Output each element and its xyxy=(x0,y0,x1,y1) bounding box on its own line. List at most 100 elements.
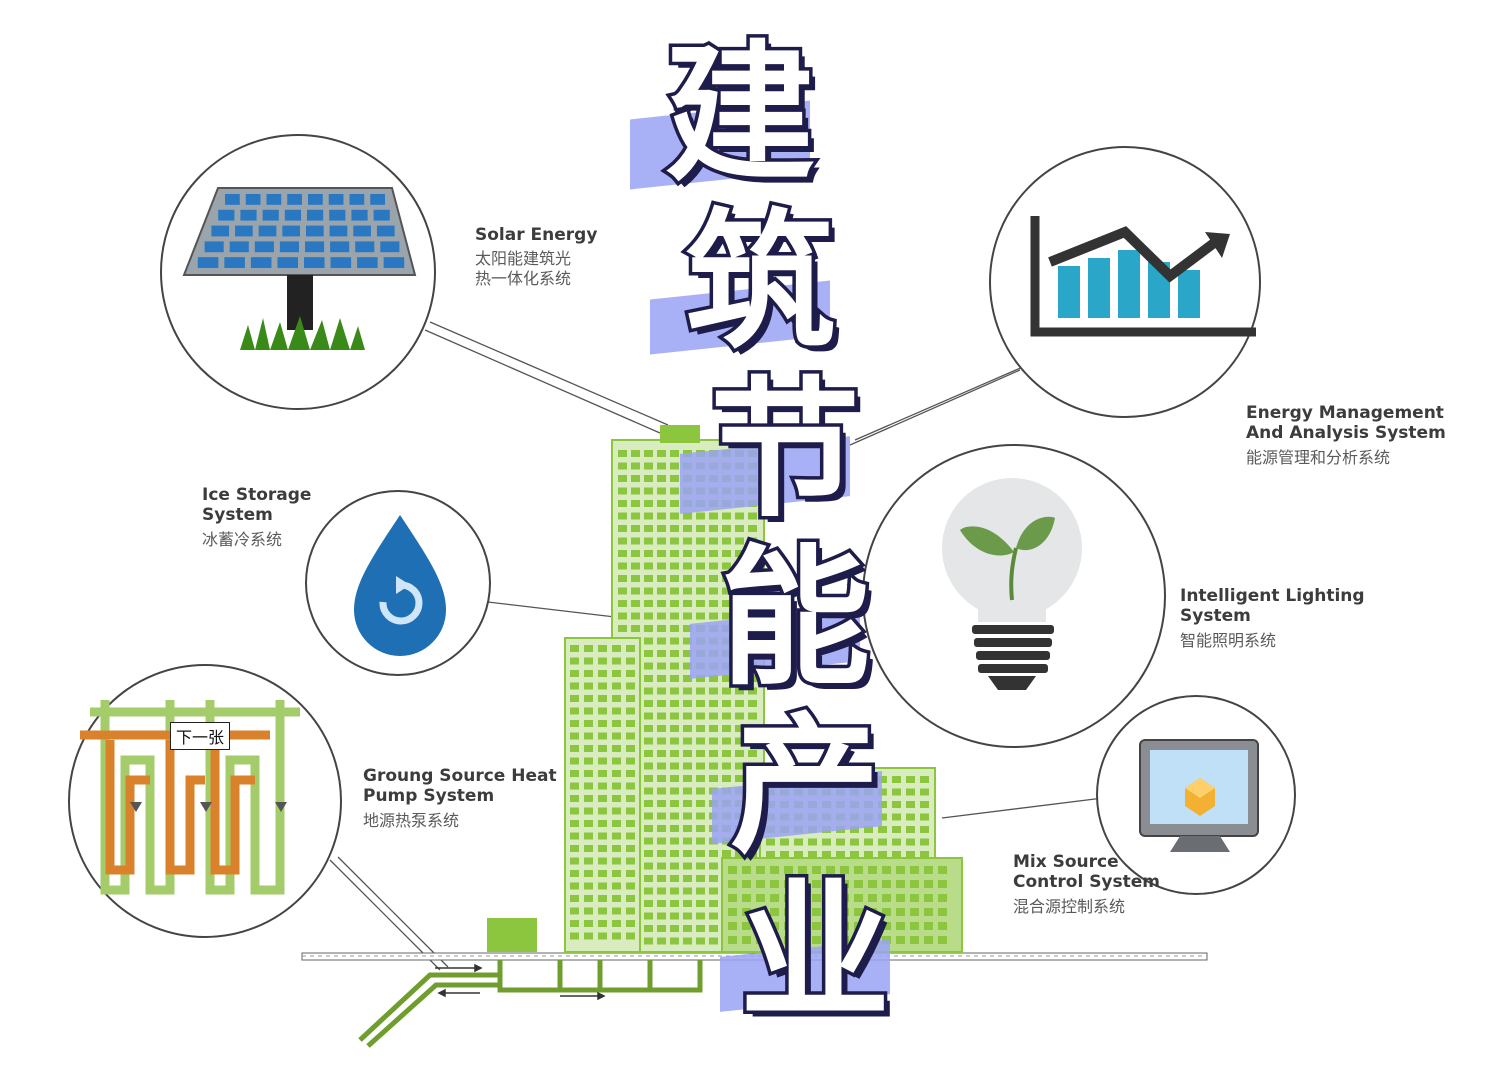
building-window xyxy=(906,851,915,858)
building-window xyxy=(644,775,653,782)
building-window xyxy=(626,832,635,840)
building-window xyxy=(584,920,593,927)
building-window xyxy=(709,725,718,732)
building-window xyxy=(670,800,679,807)
building-window xyxy=(878,838,887,846)
building-window xyxy=(618,537,627,545)
building-window xyxy=(584,882,593,890)
building-window xyxy=(748,737,757,745)
building-window xyxy=(644,837,653,845)
building-window xyxy=(612,857,621,865)
building-window xyxy=(784,936,793,944)
pipe-loop-icon xyxy=(80,700,300,895)
building-window xyxy=(598,657,607,665)
building-window xyxy=(784,908,793,916)
building-window xyxy=(670,900,679,907)
building-window xyxy=(670,675,679,682)
building-window xyxy=(748,775,757,782)
building-window xyxy=(722,575,731,582)
building-window xyxy=(584,682,593,690)
solar-cell xyxy=(376,225,395,237)
building-window xyxy=(683,587,692,595)
building-window xyxy=(722,737,731,745)
building-window xyxy=(618,587,627,595)
building-window xyxy=(812,894,821,902)
solar-cell xyxy=(353,225,371,237)
building-window xyxy=(598,907,607,915)
building-window xyxy=(670,837,679,845)
building-window xyxy=(696,687,705,695)
building-window xyxy=(892,826,901,833)
building-window xyxy=(696,700,705,707)
building-window xyxy=(770,866,779,874)
building-window xyxy=(696,887,705,895)
building-window xyxy=(748,750,757,757)
building-window xyxy=(683,712,692,720)
building-window xyxy=(696,675,705,682)
solar-cell xyxy=(250,257,272,268)
building-window xyxy=(798,922,807,930)
solar-cell xyxy=(308,194,323,205)
building-window xyxy=(696,612,705,620)
building-window xyxy=(626,770,635,777)
building-window xyxy=(920,801,929,808)
building-window xyxy=(756,866,765,874)
building-window xyxy=(657,637,666,645)
building-window xyxy=(696,787,705,795)
building-window xyxy=(584,657,593,665)
building-window xyxy=(696,562,705,570)
building-window xyxy=(722,762,731,770)
building-window xyxy=(644,700,653,707)
building-window xyxy=(840,880,849,888)
building-window xyxy=(683,550,692,557)
building-window xyxy=(644,850,653,857)
building-window xyxy=(770,908,779,916)
building-window xyxy=(696,900,705,907)
building-window xyxy=(910,880,919,888)
building-window xyxy=(657,600,666,607)
building-window xyxy=(896,936,905,944)
building-window xyxy=(631,612,640,620)
building-window xyxy=(670,637,679,645)
building-window xyxy=(670,887,679,895)
building-window xyxy=(670,700,679,707)
building-window xyxy=(696,775,705,782)
building-window xyxy=(735,737,744,745)
building-window xyxy=(709,587,718,595)
building-window xyxy=(748,600,757,607)
building-window xyxy=(631,625,640,632)
building-window xyxy=(670,925,679,932)
building-window xyxy=(748,675,757,682)
building-window xyxy=(644,712,653,720)
building-window xyxy=(618,575,627,582)
building-window xyxy=(644,662,653,670)
building-window xyxy=(644,900,653,907)
next-page-button[interactable]: 下一张 xyxy=(170,722,231,750)
building-window xyxy=(644,512,653,520)
building-window xyxy=(683,612,692,620)
building-window xyxy=(798,866,807,874)
building-window xyxy=(657,662,666,670)
solar-cell xyxy=(329,209,346,221)
vertical-title: 建 筑 节 能 产 业 xyxy=(630,37,893,1080)
building-window xyxy=(584,857,593,865)
building-window xyxy=(618,450,627,457)
building-window xyxy=(683,750,692,757)
building-window xyxy=(722,537,731,545)
building-window xyxy=(709,512,718,520)
solar-cell xyxy=(240,209,257,221)
building-window xyxy=(644,537,653,545)
building-window xyxy=(910,936,919,944)
building-window xyxy=(794,838,803,846)
building-window xyxy=(742,908,751,916)
building-window xyxy=(868,908,877,916)
building-window xyxy=(584,645,593,652)
building-window xyxy=(618,487,627,495)
building-window xyxy=(826,922,835,930)
building-window xyxy=(722,612,731,620)
building-window xyxy=(657,725,666,732)
building-window xyxy=(722,587,731,595)
building-window xyxy=(657,687,666,695)
building-window xyxy=(735,762,744,770)
building-window xyxy=(728,908,737,916)
